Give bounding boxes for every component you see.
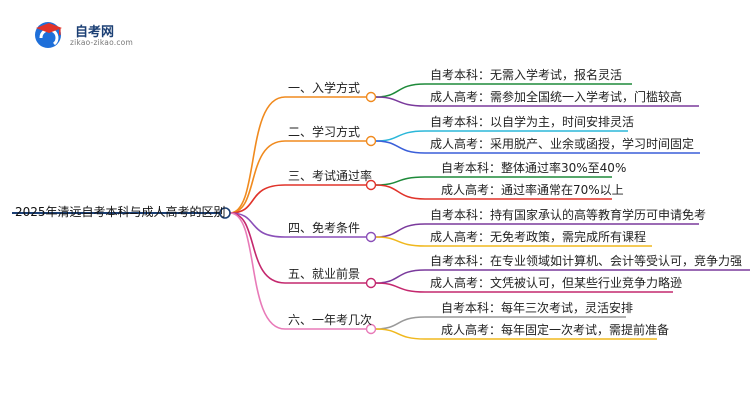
leaf-label: 成人高考：通过率通常在70%以上	[441, 183, 624, 197]
site-logo: 自考网 zikao-zikao.com	[32, 18, 142, 50]
branch-label: 二、学习方式	[288, 125, 361, 139]
branch-connector	[229, 96, 286, 214]
branch-node	[365, 323, 377, 335]
branch-label: 一、入学方式	[288, 81, 361, 95]
leaf-label: 成人高考：无免考政策，需完成所有课程	[430, 230, 647, 244]
leaf-label: 成人高考：每年固定一次考试，需提前准备	[441, 323, 670, 337]
leaf-connector	[375, 83, 426, 98]
leaf-connector	[375, 282, 426, 293]
leaf-label: 自考本科：每年三次考试，灵活安排	[441, 301, 634, 315]
branch-label: 三、考试通过率	[288, 169, 373, 183]
logo-brand: 自考网	[75, 25, 115, 40]
leaf-connector	[375, 223, 426, 238]
branch-connector	[229, 212, 286, 238]
leaf-connector	[375, 328, 426, 340]
branch-connector	[229, 184, 286, 214]
leaf-label: 成人高考：需参加全国统一入学考试，门槛较高	[430, 90, 683, 104]
branch-node	[365, 135, 377, 147]
leaf-connector	[375, 184, 426, 200]
leaf-label: 自考本科：无需入学考试，报名灵活	[430, 68, 623, 82]
leaf-label: 成人高考：采用脱产、业余或函授，学习时间固定	[430, 137, 695, 151]
leaf-label: 自考本科：持有国家承认的高等教育学历可申请免考	[430, 208, 707, 222]
leaf-label: 自考本科：以自学为主，时间安排灵活	[430, 115, 635, 129]
leaf-label: 成人高考：文凭被认可，但某些行业竞争力略逊	[430, 276, 683, 290]
leaf-connector	[375, 176, 426, 186]
branch-node	[365, 91, 377, 103]
leaf-label: 自考本科：在专业领域如计算机、会计等受认可，竞争力强	[430, 254, 743, 268]
leaf-label: 自考本科：整体通过率30%至40%	[441, 161, 627, 175]
branch-label: 六、一年考几次	[288, 313, 373, 327]
branch-label: 五、就业前景	[288, 267, 361, 281]
branch-connector	[229, 212, 286, 284]
logo-url: zikao-zikao.com	[70, 38, 133, 47]
leaf-connector	[375, 236, 426, 247]
leaf-connector	[375, 269, 426, 284]
leaf-connector	[375, 96, 426, 107]
root-topic: 2025年清远自考本科与成人高考的区别	[15, 205, 226, 219]
branch-node	[365, 231, 377, 243]
root-node	[219, 207, 231, 219]
branch-connector	[229, 140, 286, 214]
leaf-connector	[375, 140, 426, 154]
leaf-connector	[375, 130, 426, 142]
graduation-cap-icon	[35, 22, 62, 48]
branch-node	[365, 277, 377, 289]
branch-label: 四、免考条件	[288, 221, 361, 235]
branch-node	[365, 179, 377, 191]
leaf-connector	[375, 316, 426, 330]
branch-connector	[229, 212, 286, 330]
